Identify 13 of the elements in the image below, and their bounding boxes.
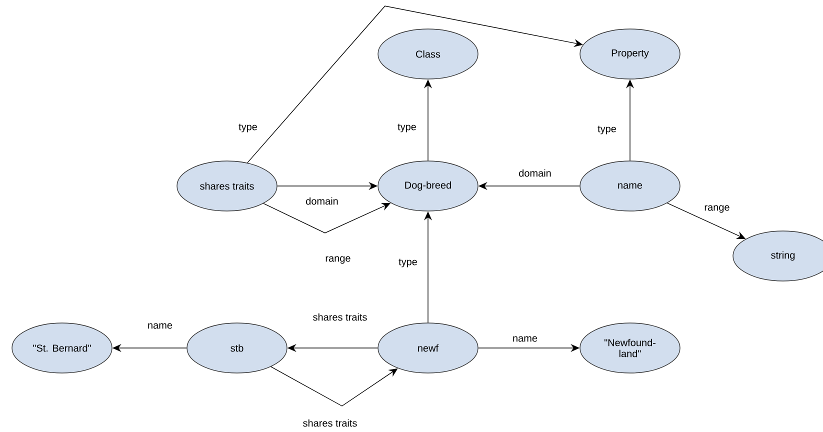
edge-label: domain xyxy=(304,196,340,206)
edge-label: name xyxy=(512,335,538,343)
edge-label: range xyxy=(703,204,731,214)
edge-label: type xyxy=(398,258,418,268)
edge-label: range xyxy=(324,255,352,265)
edge-label: type xyxy=(396,122,418,134)
edge-label: shares traits xyxy=(302,418,358,428)
edge-label: name xyxy=(146,322,174,330)
edge-label: shares traits xyxy=(312,312,368,322)
edge-label: type xyxy=(596,124,618,136)
edge-label: domain xyxy=(518,168,552,178)
arrow xyxy=(270,366,398,406)
edge-label: type xyxy=(238,122,258,134)
